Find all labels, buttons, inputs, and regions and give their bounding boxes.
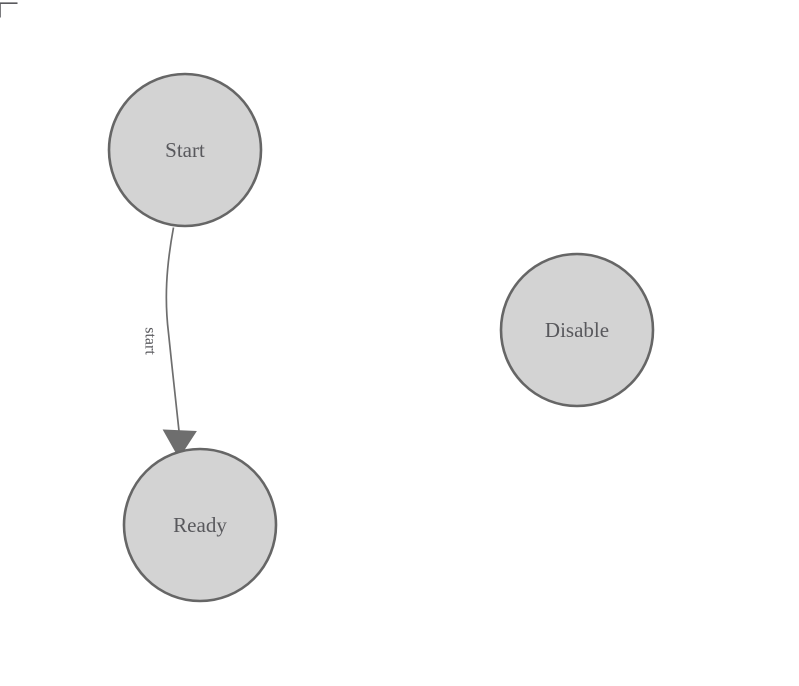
node-start[interactable]: Start [107,72,263,228]
edge-label-start: start [142,327,159,355]
node-ready[interactable]: Ready [122,447,278,603]
top-left-corner-bracket-icon [0,2,18,18]
node-ready-label: Ready [173,513,227,537]
node-start-label: Start [165,138,205,162]
edge-path [165,227,180,432]
node-ready-shape [122,447,278,603]
edge-start-to-ready[interactable]: start [142,227,197,459]
node-start-shape [107,72,263,228]
node-disable-label: Disable [545,318,609,342]
arrowhead-icon [162,429,197,459]
node-disable-shape [499,252,655,408]
node-disable[interactable]: Disable [499,252,655,408]
